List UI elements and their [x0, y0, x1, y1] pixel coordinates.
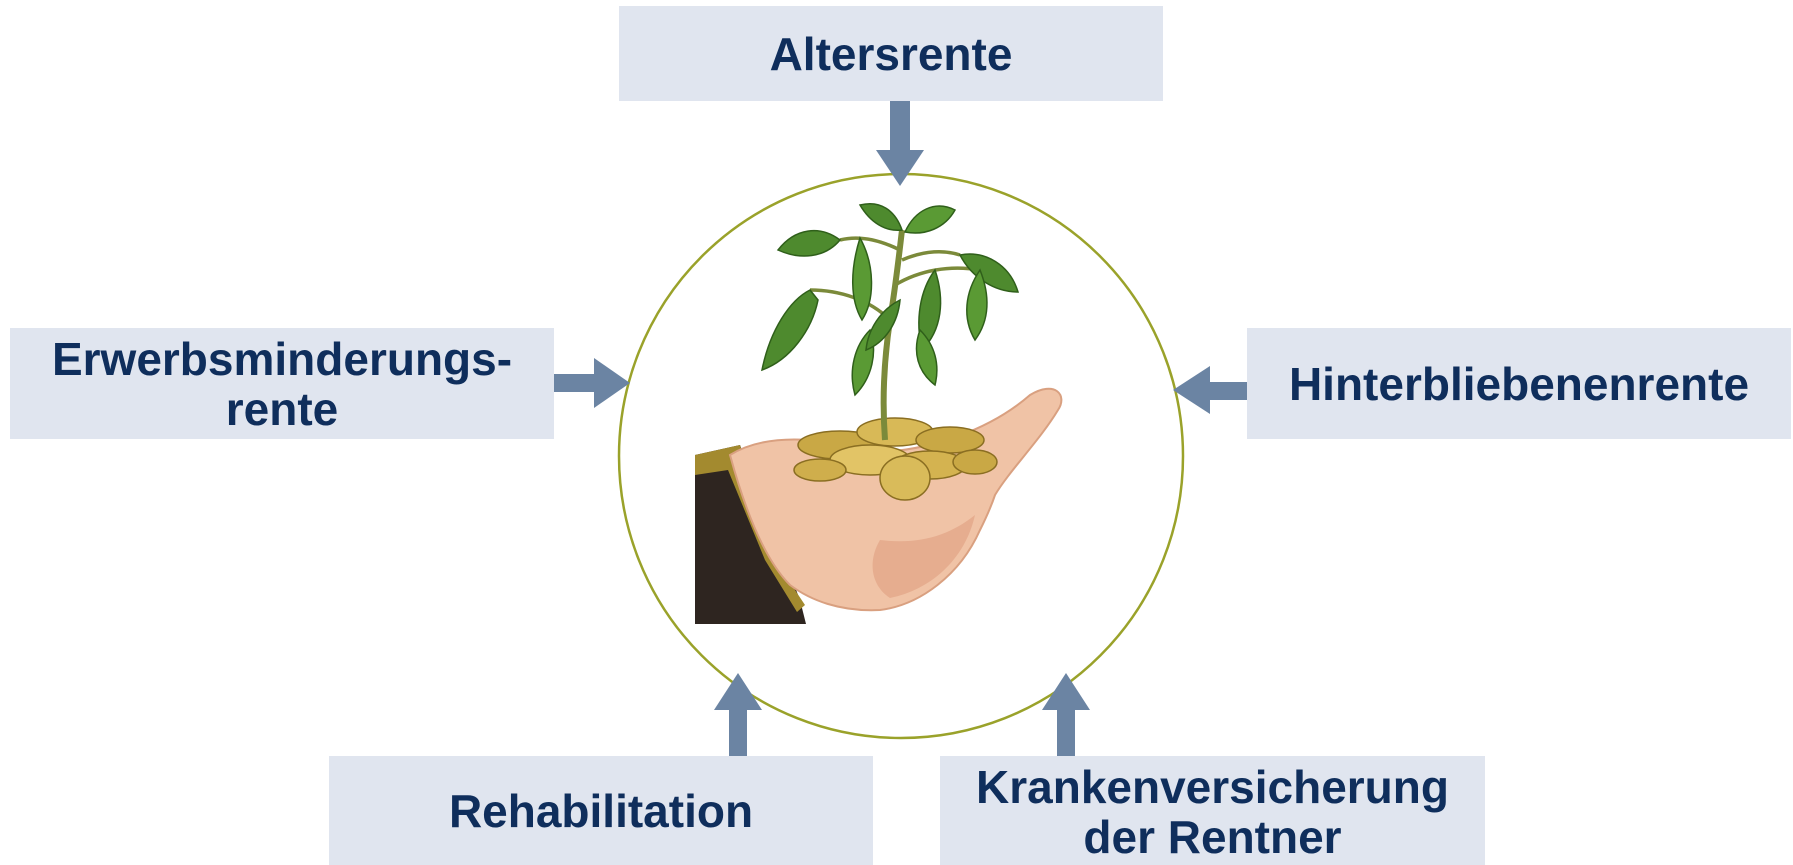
altersrente-label: Altersrente [769, 27, 1013, 80]
erwerbsminderungsrente-label: Erwerbsminderungs- rente [51, 332, 513, 435]
rehabilitation-box: Rehabilitation [329, 756, 873, 865]
krankenversicherung-box: Krankenversicherung der Rentner [940, 756, 1485, 865]
hinterbliebenenrente-label: Hinterbliebenenrente [1288, 357, 1750, 410]
hinterbliebenenrente-box: Hinterbliebenenrente [1247, 328, 1791, 439]
plant-leaves [761, 203, 1020, 397]
hand-shade [872, 515, 975, 598]
altersrente-box: Altersrente [619, 6, 1163, 101]
arrow-bottom-left [714, 673, 762, 756]
arrow-top [876, 101, 924, 186]
arrow-left [554, 358, 630, 408]
erwerbsminderungsrente-box: Erwerbsminderungs- rente [10, 328, 554, 439]
krankenversicherung-label: Krankenversicherung der Rentner [976, 761, 1449, 863]
hand-with-coins-plant-icon [695, 203, 1063, 624]
arrow-right [1173, 366, 1248, 414]
coins-pile [793, 417, 998, 501]
rehabilitation-label: Rehabilitation [448, 784, 754, 837]
arrow-bottom-right [1042, 673, 1090, 756]
